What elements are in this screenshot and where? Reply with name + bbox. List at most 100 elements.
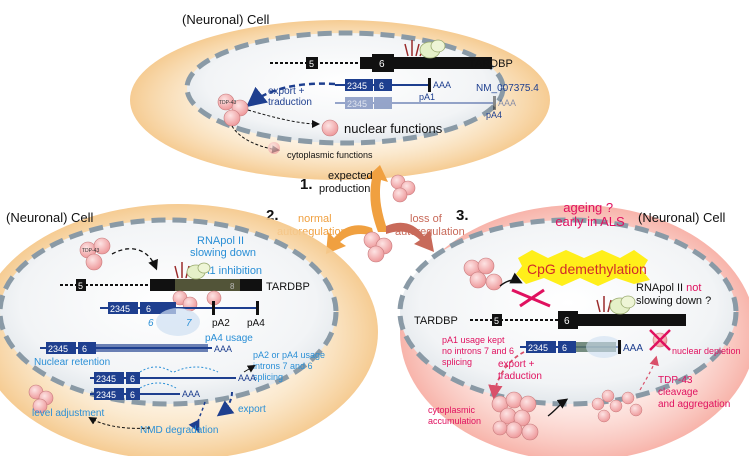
step3-line-1: loss of xyxy=(410,213,443,225)
right-exon5 xyxy=(492,314,502,326)
right-rna-transcribing xyxy=(596,296,612,313)
right-export-arrow xyxy=(488,351,525,400)
left-t3-exons: 2345 xyxy=(96,374,116,384)
right-gene-label: TARDBP xyxy=(414,315,458,327)
right-cpg-label: CpG demethylation xyxy=(527,261,647,277)
right-ageing: ageing ? early in ALS xyxy=(555,200,625,229)
left-transcript-retained xyxy=(40,342,212,354)
left-t1-exons: 2345 xyxy=(110,304,130,314)
left-pA2-label: pA2 xyxy=(212,318,230,329)
top-transcript-id: NM_007375.4 xyxy=(476,83,539,94)
left-t3-polyA: AAA xyxy=(238,373,256,383)
right-pa1-line-2: no introns 7 and 6 xyxy=(442,346,514,356)
step3-number: 3. xyxy=(456,207,469,224)
left-rnapol-line-2: slowing down xyxy=(190,247,256,259)
left-nuclear-retention: Nuclear retention xyxy=(34,357,110,368)
top-cell-title: (Neuronal) Cell xyxy=(182,12,270,27)
left-t4-polyA: AAA xyxy=(182,389,200,399)
top-exon5-label: 5 xyxy=(309,59,314,69)
left-exon7-italic: 7 xyxy=(186,318,192,329)
left-transcript-spliced-1 xyxy=(90,366,236,384)
left-transcript-1 xyxy=(100,301,259,336)
top-exon6 xyxy=(372,54,394,72)
top-t1-exons: 2345 xyxy=(347,81,367,91)
left-level-adjustment: level adjustment xyxy=(32,408,104,419)
top-export-arrow xyxy=(246,82,336,108)
top-transcript-2 xyxy=(335,96,496,110)
left-rnapol-label: RNApol II slowing down xyxy=(190,235,256,259)
right-cleavage-line-1: TDP-43 xyxy=(658,375,693,386)
step1-line-2: production xyxy=(319,183,370,195)
right-pa1-kept: pA1 usage kept no introns 7 and 6 splici… xyxy=(442,335,517,367)
top-nuclear-functions: nuclear functions xyxy=(344,121,443,136)
top-protein-nucleus xyxy=(321,119,339,137)
left-pa1-inhibition: pA1 inhibition xyxy=(196,265,262,277)
left-rnapol-icon xyxy=(186,262,211,280)
right-block-cross xyxy=(511,288,551,308)
left-t2-exons: 2345 xyxy=(48,344,68,354)
step1-label: expected production xyxy=(319,170,376,195)
top-export-line-2: traduction xyxy=(268,97,312,108)
cpg-burst-shape xyxy=(516,250,650,286)
top-transcript-1 xyxy=(335,78,431,92)
left-t1-exon6: 6 xyxy=(146,304,151,314)
right-cyto-line-1: cytoplasmic xyxy=(428,405,476,415)
right-ageing-line-2: early in ALS xyxy=(555,214,625,229)
top-pA4-label: pA4 xyxy=(486,110,502,120)
left-t3-exon6: 6 xyxy=(130,374,135,384)
left-pa4-usage: pA4 usage xyxy=(205,333,253,344)
right-protein-aggregate xyxy=(491,391,539,441)
left-exon8-label: 8 xyxy=(230,282,235,291)
right-export-label: export + traduction xyxy=(498,359,542,382)
right-rnapol-suffix: slowing down ? xyxy=(636,295,711,307)
right-t-exons: 2345 xyxy=(528,343,548,353)
step2-line-1: normal xyxy=(298,213,332,225)
top-arrow-to-nuclear xyxy=(247,109,320,128)
step3-line-2: autoregulation xyxy=(395,226,465,238)
right-arrow-cleavage xyxy=(639,355,659,391)
right-exon6 xyxy=(558,311,578,329)
right-cytoplasmic-accumulation: cytoplasmic accumulation xyxy=(428,405,481,426)
top-t2-polyA: AAA xyxy=(498,98,516,108)
step1-line-1: expected xyxy=(328,170,373,182)
right-ctf-fragments xyxy=(591,389,643,423)
top-t1-exon6: 6 xyxy=(379,81,384,91)
left-pa2-line-2: introns 7 and 6 xyxy=(253,361,313,371)
left-rnapol-line-1: RNApol II xyxy=(197,235,244,247)
left-arrow-nmd xyxy=(188,401,206,433)
right-protein-cluster-top xyxy=(463,257,503,291)
right-pa1-line-3: splicing xyxy=(442,357,472,367)
left-nmd-label: NMD degradation xyxy=(140,425,218,436)
right-exon5-label: 5 xyxy=(494,316,499,326)
left-exon5-label: 5 xyxy=(78,281,83,291)
left-pa2-line-3: splicing xyxy=(253,372,283,382)
right-arrow-protein xyxy=(499,272,523,287)
top-cytoplasmic-functions: cytoplasmic functions xyxy=(287,150,373,160)
right-arrow-aggregate xyxy=(547,398,569,417)
top-t1-polyA: AAA xyxy=(433,80,451,90)
center-protein-cluster xyxy=(363,231,393,263)
left-exon6-italic: 6 xyxy=(148,318,154,329)
right-export-line-2: traduction xyxy=(498,371,542,382)
right-t-polyA: AAA xyxy=(623,343,643,354)
top-gene-label: TARDBP xyxy=(469,58,513,70)
top-arrow-to-cytoplasm xyxy=(231,125,280,154)
top-export-label: export + traduction xyxy=(268,86,312,108)
left-protein-cluster-bottom xyxy=(28,384,54,414)
left-arrow-export xyxy=(216,391,235,417)
left-pa2-line-1: pA2 or pA4 usage xyxy=(253,350,325,360)
left-t4-exons: 2345 xyxy=(96,390,116,400)
left-cell-title: (Neuronal) Cell xyxy=(6,210,94,225)
right-cyto-line-2: accumulation xyxy=(428,416,481,426)
right-t-exon6: 6 xyxy=(562,343,567,353)
left-cell: (Neuronal) Cell TDP-43 RNApol II slowing… xyxy=(0,204,378,456)
right-nuclear-depletion: nuclear depletion xyxy=(672,346,741,356)
step3-label: loss of autoregulation xyxy=(395,213,465,238)
svg-text:TDP-43: TDP-43 xyxy=(219,100,236,106)
right-exon6-label: 6 xyxy=(564,316,570,327)
right-cleavage-line-2: cleavage xyxy=(658,387,698,398)
top-rnapol-icon xyxy=(419,39,446,59)
step1-number: 1. xyxy=(300,176,313,193)
right-ageing-line-1: ageing ? xyxy=(563,200,613,215)
